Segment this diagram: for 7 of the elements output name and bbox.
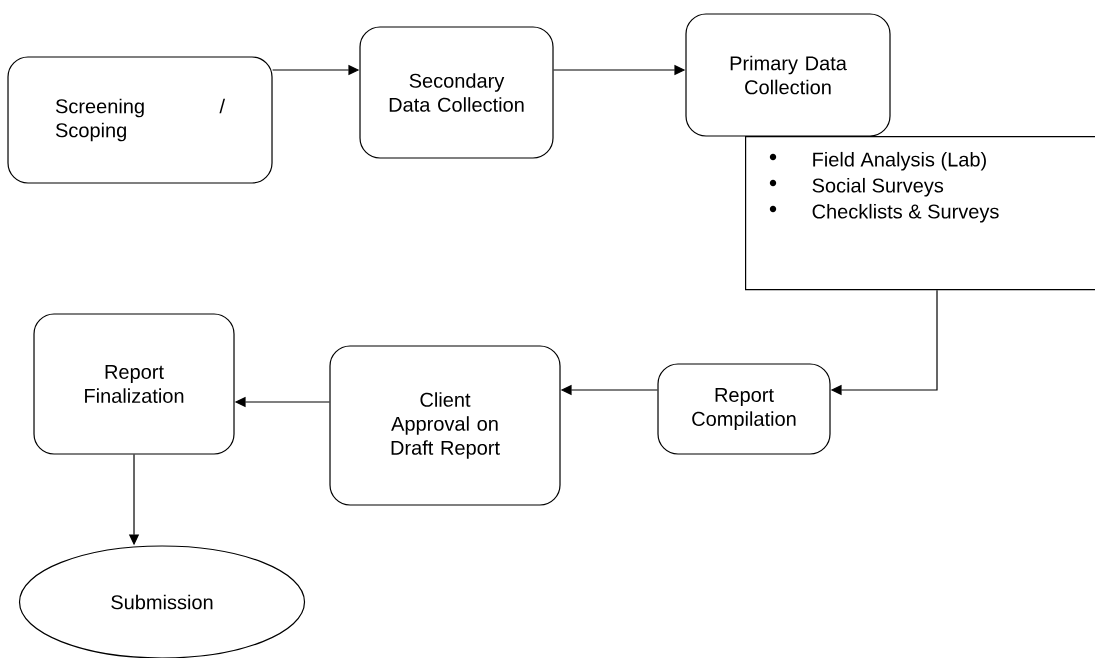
process-box: Client Approval on Draft Report (329, 345, 561, 506)
process-box: Screening / Scoping (7, 56, 273, 184)
process-box: Report Finalization (33, 313, 235, 455)
process-box: Primary Data Collection (685, 13, 891, 137)
process-box: Report Compilation (657, 363, 831, 455)
bullet-list-box: Field Analysis (Lab) Social Surveys Checklists & Surveys (745, 136, 1095, 291)
process-box: Secondary Data Collection (359, 26, 554, 159)
